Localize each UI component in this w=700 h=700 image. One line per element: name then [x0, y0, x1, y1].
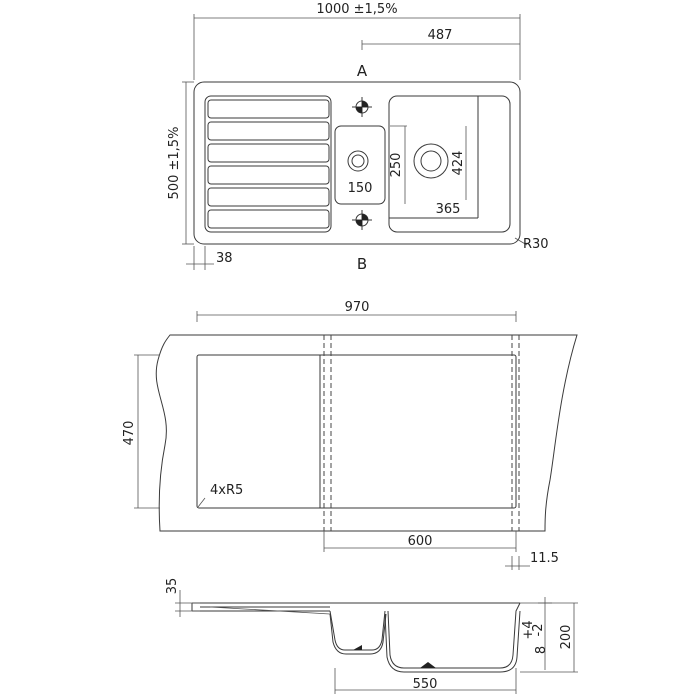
dim-edge-offset: 38: [216, 251, 233, 266]
dim-bowl-opening: 600: [408, 534, 433, 549]
dim-cutout-width: 970: [345, 300, 370, 315]
dim-cutout-depth: 470: [122, 421, 137, 446]
worktop-outline: [155, 334, 578, 532]
drainer-board: [204, 95, 332, 233]
section-label-a: A: [357, 62, 368, 80]
section-view: 35 200 8 +4 -2 550: [165, 578, 578, 694]
dim-small-bowl-width: 150: [348, 181, 373, 196]
dim-edge-margin: 11.5: [530, 551, 559, 566]
dim-corner-radius: R30: [523, 237, 549, 252]
dim-tol-plus: +4: [521, 620, 536, 639]
dim-tolerance: 8: [534, 646, 549, 654]
small-bowl: [334, 125, 386, 205]
main-bowl: [388, 95, 511, 233]
dim-corner-radii: 4xR5: [210, 483, 243, 498]
dim-main-bowl-width: 365: [436, 202, 461, 217]
dim-small-bowl-depth: 250: [389, 153, 404, 178]
dim-tol-minus: -2: [531, 624, 546, 637]
small-bowl-drain: [347, 150, 369, 172]
sink-outline: [193, 81, 521, 245]
tap-hole-top: [352, 97, 372, 117]
dim-main-bowl-depth: 424: [451, 151, 466, 176]
section-label-b: B: [357, 255, 367, 273]
top-view: 1000 ±1,5% 487 A B: [167, 2, 549, 273]
cutout-view: 970 4xR5 470 600 11.5: [122, 300, 578, 570]
dim-overall-width: 1000 ±1,5%: [316, 2, 397, 17]
tap-hole-bottom: [352, 210, 372, 230]
section-rim: [191, 602, 520, 612]
drainer-grooves: [207, 99, 330, 229]
dim-overall-depth: 500 ±1,5%: [167, 127, 182, 200]
section-main-bowl: [387, 602, 521, 669]
main-bowl-drain: [413, 143, 449, 179]
dim-bowl-width: 550: [413, 677, 438, 692]
section-small-bowl: [329, 610, 386, 651]
cutout-rectangle: [196, 354, 517, 509]
dim-bowl-depth: 200: [559, 625, 574, 650]
dim-bowl-offset: 487: [428, 28, 453, 43]
dim-rim-height: 35: [165, 578, 180, 595]
